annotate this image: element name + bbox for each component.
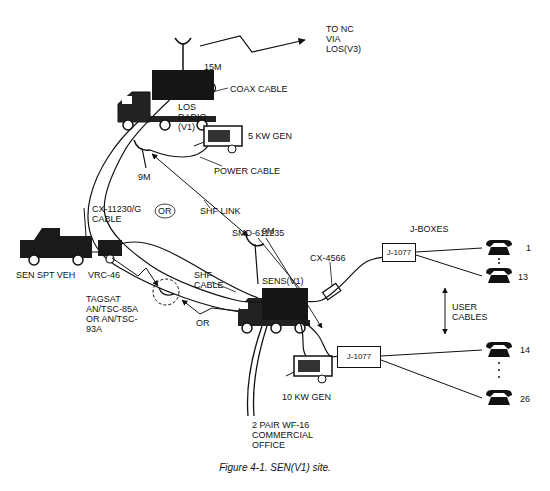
vehicle-wheel: [73, 255, 83, 265]
cable-label: POWER CABLE: [214, 166, 280, 176]
equipment-label: 10 KW GEN: [282, 392, 331, 402]
cable-label: SHF CABLE: [194, 270, 226, 290]
truck-window: [122, 96, 132, 104]
cable-connector-line: [308, 257, 382, 301]
telephone-symbol: [486, 390, 512, 405]
dish-antenna: [159, 288, 174, 295]
cable-label: USER CABLES: [452, 302, 490, 322]
trailer-tongue: [194, 142, 204, 146]
trailer-tongue: [92, 252, 98, 253]
generator: [294, 356, 332, 376]
cable-connector: [323, 283, 341, 300]
generator-panel: [298, 360, 320, 372]
leader-line: [200, 157, 222, 166]
support-vehicle: [20, 228, 92, 258]
shelter-truck: LOS RADIO (V1): [152, 70, 214, 100]
user-cable: [381, 350, 482, 356]
callout-number: 13: [518, 272, 528, 282]
figure-caption: Figure 4-1. SEN(V1) site.: [0, 462, 550, 473]
equipment-label: J-BOXES: [410, 224, 449, 234]
note-label: OR: [196, 318, 210, 328]
vehicle-label: LOS RADIO (V1): [178, 102, 209, 132]
satellite-terminal: [153, 279, 179, 305]
junction-box: J-1077: [337, 346, 381, 368]
power-cable: [150, 146, 208, 157]
vehicle-label: SENS(V1): [262, 276, 304, 286]
leader-line: [330, 262, 332, 286]
antenna-mast: [255, 244, 258, 284]
truck-wheel: [295, 323, 305, 333]
callout-number: 1: [526, 243, 531, 253]
ellipsis-dot: [498, 376, 500, 378]
link-label: SHF LINK: [200, 206, 241, 216]
antenna-symbol: [175, 38, 191, 44]
box-label: J-1077: [383, 248, 415, 258]
telephone-symbol: [486, 268, 512, 283]
generator-panel: [208, 130, 230, 142]
cable-connector-line: [104, 100, 262, 302]
field-wire: [248, 326, 262, 416]
cable-label: CX-4566: [310, 253, 346, 263]
box-label: J-1077: [338, 352, 380, 362]
radio-label: VRC-46: [88, 270, 120, 280]
callout-number: 26: [520, 394, 530, 404]
trailer: [98, 240, 122, 256]
antenna-mast: [142, 148, 146, 168]
shelter-truck: SENS(V1): [262, 288, 308, 320]
generator-wheel: [318, 375, 326, 383]
truck-wheel: [242, 323, 252, 333]
vehicle-label: SEN SPT VEH: [16, 270, 75, 280]
cable: [88, 122, 240, 312]
ellipsis-dot: [498, 262, 500, 264]
dimension-label: 15M: [204, 62, 222, 72]
ellipsis-dot: [498, 369, 500, 371]
telephone-symbol: [486, 342, 512, 357]
generator-wheel: [228, 145, 236, 153]
callout-number: 14: [520, 345, 530, 355]
user-cable: [381, 360, 482, 398]
user-cable: [416, 255, 482, 276]
leader-line: [212, 88, 228, 92]
or-bubble: [155, 204, 175, 218]
truck-wheel: [271, 323, 281, 333]
ellipsis-dot: [498, 258, 500, 260]
junction-box: J-1077: [382, 243, 416, 262]
cable: [120, 242, 258, 298]
dimension-label: 9M: [138, 172, 151, 182]
truck-wheel: [160, 120, 170, 130]
destination-note: TO NC VIA LOS(V3): [326, 24, 364, 54]
cable-label: 2 PAIR WF-16 COMMERCIAL OFFICE: [252, 420, 324, 450]
cable-label: CX-11230/G CABLE: [92, 204, 144, 224]
power-cable: [300, 322, 306, 356]
trailer-tongue: [286, 372, 294, 376]
ellipsis-dot: [498, 362, 500, 364]
note-label: OR: [158, 206, 172, 216]
field-wire: [254, 326, 267, 416]
double-arrow: [445, 288, 446, 334]
equipment-label: TAGSAT AN/TSC-85A OR AN/TSC-93A: [86, 294, 141, 334]
cable-label: COAX CABLE: [230, 84, 288, 94]
cable-connector-line: [302, 320, 337, 357]
telephone-symbol: [486, 240, 512, 255]
whip-antenna: [84, 208, 86, 236]
vehicle-wheel: [29, 255, 39, 265]
equipment-label: 5 KW GEN: [248, 131, 292, 141]
generator: [204, 126, 242, 146]
user-cable: [416, 248, 482, 252]
cable-label: SMD-611235: [232, 228, 284, 238]
truck-window: [240, 302, 248, 309]
radio-link: [200, 36, 305, 52]
